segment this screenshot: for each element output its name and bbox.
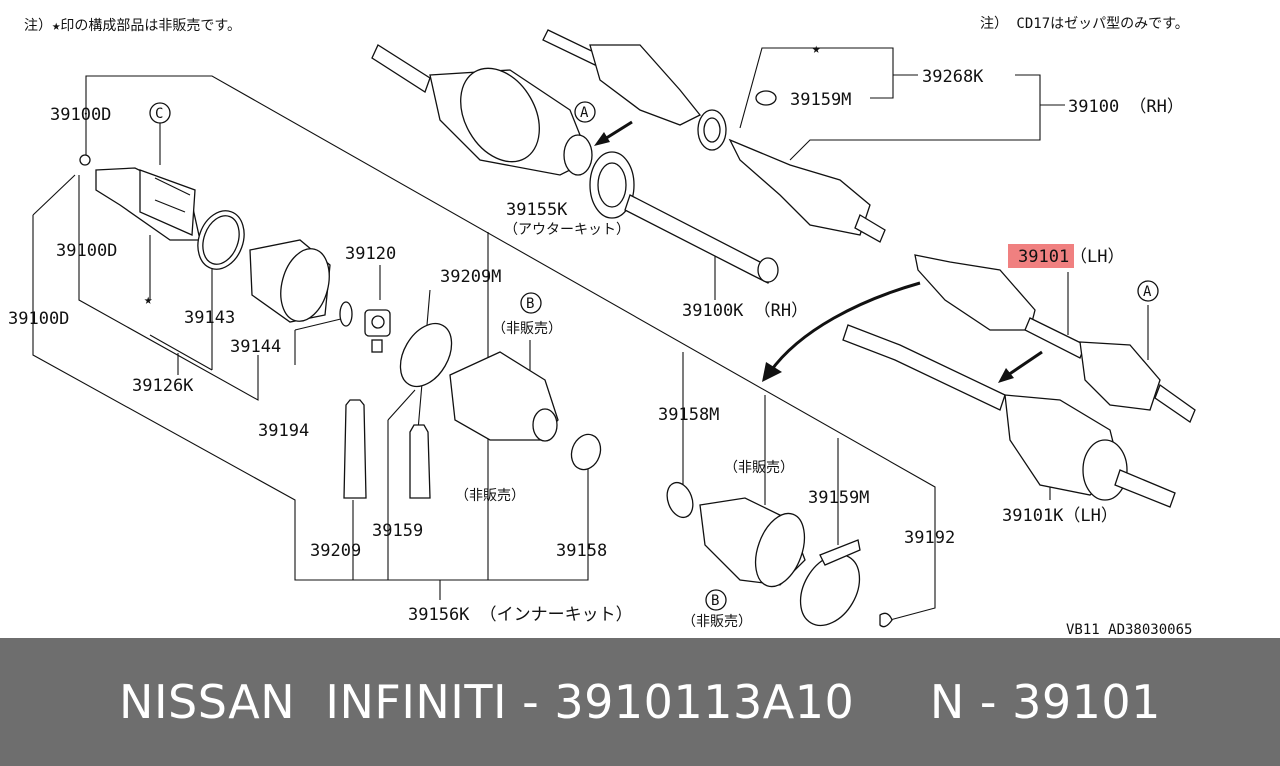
label-39159M-bottom: 39159M <box>808 488 869 508</box>
circle-A-top: A <box>580 105 589 121</box>
label-39144: 39144 <box>230 337 281 357</box>
band-39158 <box>570 433 602 471</box>
band-39209M <box>399 322 453 388</box>
label-39159: 39159 <box>372 521 423 541</box>
label-39100D-top: 39100D <box>50 105 111 125</box>
label-39120: 39120 <box>345 244 396 264</box>
label-hibai-2: （非販売） <box>455 488 525 504</box>
circle-B-mid: B <box>526 296 534 312</box>
tripod-39120 <box>364 309 391 353</box>
boot-inner <box>449 351 559 442</box>
label-39100D-low: 39100D <box>8 309 69 329</box>
label-39268K: 39268K <box>922 67 984 87</box>
svg-text:★: ★ <box>144 292 153 308</box>
boot-39144 <box>249 239 331 323</box>
label-39143: 39143 <box>184 308 235 328</box>
leader-lines <box>32 47 1149 621</box>
star-marker-top: ★ <box>812 41 821 57</box>
label-39158: 39158 <box>556 541 607 561</box>
label-hibai-4: （非販売） <box>682 614 752 630</box>
lh-driveshaft-39101 <box>914 254 1196 423</box>
label-39158M: 39158M <box>658 405 719 425</box>
grease-39159 <box>409 424 431 499</box>
label-39192: 39192 <box>904 528 955 548</box>
parts-diagram: 注）★印の構成部品は非販売です。 注） CD17はゼッパ型のみです。 <box>8 16 1196 638</box>
label-hibai-1: （非販売） <box>492 321 562 337</box>
label-39209M: 39209M <box>440 267 501 287</box>
star-marker: ★ <box>144 292 153 308</box>
joint-housing-39100D <box>79 154 201 241</box>
label-39100K: 39100K （RH） <box>682 301 808 321</box>
label-39100RH: 39100 （RH） <box>1068 97 1184 117</box>
boot-bottom-set <box>666 481 893 628</box>
label-39155K-sub: （アウターキット） <box>504 222 630 238</box>
arrow-to-A <box>594 120 633 146</box>
label-39159M-top: 39159M <box>790 90 851 110</box>
label-39194: 39194 <box>258 421 309 441</box>
arrow-large <box>762 281 921 382</box>
rh-shaft-assembly-39268K <box>542 29 886 243</box>
label-39101K: 39101K（LH） <box>1002 506 1118 526</box>
label-39100D-mid: 39100D <box>56 241 117 261</box>
label-code: VB11 AD38030065 <box>1066 622 1192 638</box>
arrow-lh <box>998 350 1043 383</box>
label-39155K: 39155K <box>506 200 568 220</box>
circle-C: C <box>155 106 163 122</box>
note-top-right: 注） CD17はゼッパ型のみです。 <box>980 16 1189 32</box>
label-hibai-3: （非販売） <box>724 460 794 476</box>
clip-39194 <box>339 301 353 327</box>
footer-part-number: NISSAN INFINITI - 3910113A10 N - 39101 <box>119 675 1161 729</box>
ring-39143-inner <box>202 215 240 265</box>
label-39101: 39101 <box>1018 247 1069 267</box>
part-labels: 39100D 39100D 39100D 39143 39144 39126K … <box>8 67 1192 638</box>
circle-A-right: A <box>1143 284 1152 300</box>
label-39209: 39209 <box>310 541 361 561</box>
circle-B-bottom: B <box>711 593 719 609</box>
circle-labels: C A B A B <box>149 101 1159 611</box>
grease-39209 <box>343 399 367 499</box>
note-top-left: 注）★印の構成部品は非販売です。 <box>24 18 241 34</box>
highlight-39101 <box>1008 244 1074 268</box>
rh-driveshaft <box>371 44 779 284</box>
label-39101-lh: （LH） <box>1070 247 1124 267</box>
footer-banner: NISSAN INFINITI - 3910113A10 N - 39101 <box>0 638 1280 766</box>
label-39156K: 39156K （インナーキット） <box>408 605 633 625</box>
label-39126K: 39126K <box>132 376 194 396</box>
lh-driveshaft-39101K <box>842 324 1176 508</box>
